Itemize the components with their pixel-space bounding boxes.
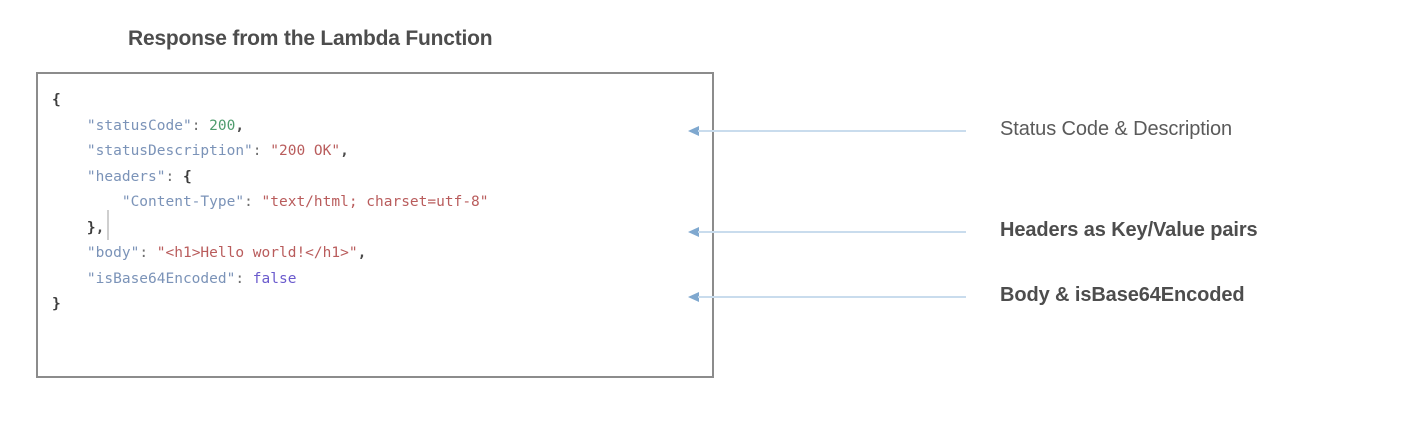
code-line: }, (52, 216, 489, 242)
arrow-line (698, 130, 966, 132)
code-token-colon: : (191, 117, 210, 134)
code-indent (52, 169, 87, 185)
code-line: "Content-Type": "text/html; charset=utf-… (52, 190, 489, 216)
code-token-comma: , (235, 117, 245, 134)
code-token-punct: } (86, 219, 96, 236)
code-line: { (52, 88, 489, 114)
code-token-colon: : (252, 143, 271, 159)
code-block-panel: { "statusCode": 200, "statusDescription"… (36, 72, 714, 378)
code-indent (52, 271, 87, 287)
code-token-comma: , (340, 143, 349, 159)
code-line: "body": "<h1>Hello world!</h1>", (52, 241, 489, 267)
code-token-num: 200 (209, 117, 236, 134)
arrow-line (698, 296, 966, 298)
code-line: "statusDescription": "200 OK", (52, 139, 489, 165)
code-token-punct: } (52, 296, 61, 312)
code-token-colon: : (139, 245, 157, 261)
code-token-colon: : (244, 194, 262, 210)
code-token-str: "<h1>Hello world!</h1>" (156, 245, 358, 261)
code-token-str: "200 OK" (270, 143, 341, 159)
code-token-colon: : (235, 270, 253, 287)
arrow-head-icon (688, 227, 699, 237)
annotation-label-headers-key-value: Headers as Key/Value pairs (1000, 219, 1258, 241)
code-indent (52, 118, 87, 134)
code-line: } (52, 292, 489, 318)
code-token-key: "isBase64Encoded" (86, 270, 236, 287)
arrow-head-icon (688, 126, 699, 136)
code-indent (52, 245, 87, 261)
code-indent (52, 194, 122, 210)
code-line: "isBase64Encoded": false (52, 267, 489, 293)
arrow-head-icon (688, 292, 699, 302)
code-token-str: "text/html; charset=utf-8" (261, 194, 489, 210)
json-code-listing: { "statusCode": 200, "statusDescription"… (52, 88, 489, 318)
code-token-key: "statusDescription" (86, 143, 253, 159)
annotation-arrow-headers-key-value (688, 227, 966, 237)
code-token-key: "body" (86, 245, 140, 261)
code-token-colon: : (165, 168, 183, 185)
code-indent (52, 220, 87, 236)
code-token-bool: false (252, 270, 297, 287)
annotation-arrow-status-code-description (688, 126, 966, 136)
code-token-key: "statusCode" (86, 117, 192, 134)
code-token-comma: , (357, 245, 367, 261)
code-token-key: "headers" (86, 168, 166, 185)
code-token-punct: { (52, 92, 61, 108)
code-indent (52, 143, 87, 159)
code-token-punct: { (182, 168, 192, 185)
annotation-label-status-code-description: Status Code & Description (1000, 118, 1233, 140)
figure-title: Response from the Lambda Function (128, 27, 493, 50)
code-token-comma: , (95, 219, 105, 236)
code-line: "statusCode": 200, (52, 114, 489, 140)
arrow-line (698, 231, 966, 233)
annotation-arrow-body-isbase64encoded (688, 292, 966, 302)
code-line: "headers": { (52, 165, 489, 191)
code-token-key: "Content-Type" (121, 194, 245, 210)
annotation-label-body-isbase64encoded: Body & isBase64Encoded (1000, 284, 1245, 306)
indent-guide-line (107, 210, 109, 240)
